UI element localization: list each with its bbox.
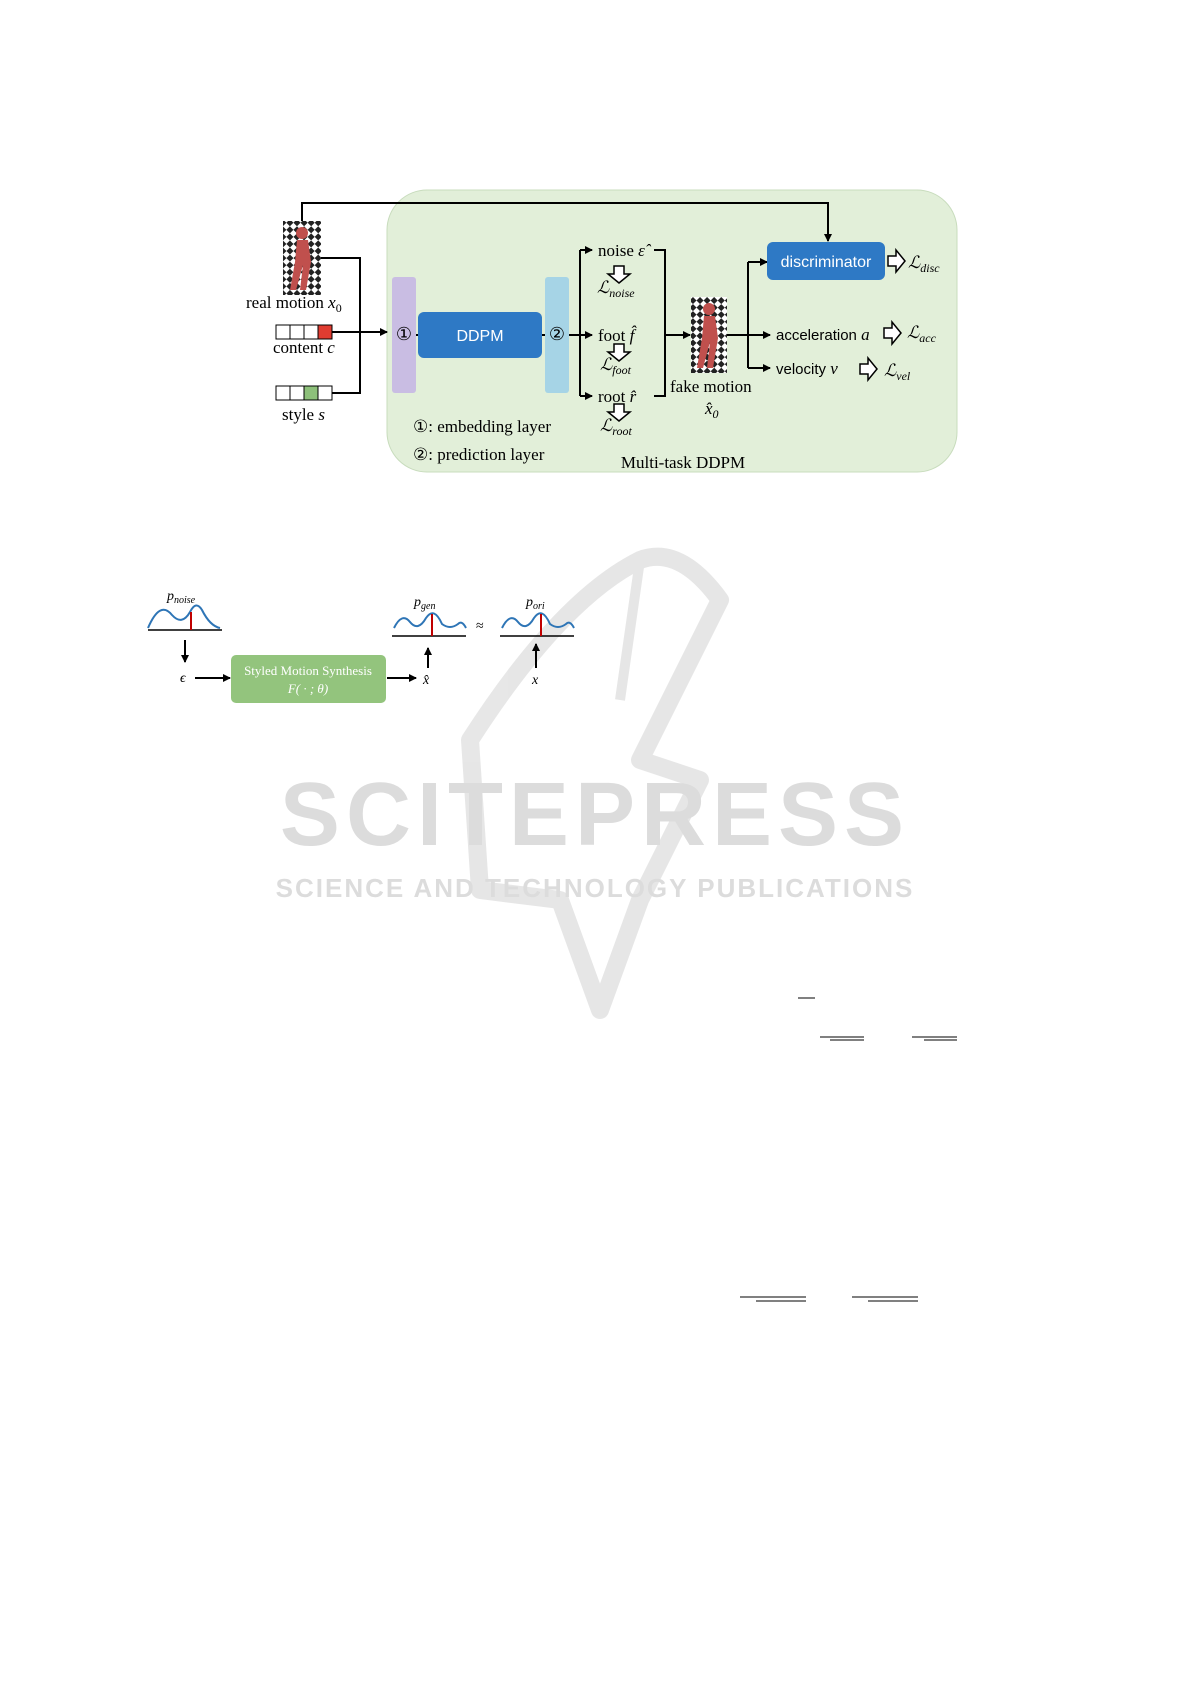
p-gen-curve — [393, 612, 467, 629]
x-label: x — [531, 673, 539, 688]
prediction-layer-bar — [545, 277, 569, 393]
foot-output-label: foot f̂ — [598, 325, 637, 345]
acc-loss: ℒacc — [907, 323, 937, 345]
legend-prediction: ②: prediction layer — [413, 445, 545, 464]
p-ori-label: pori — [525, 595, 545, 612]
ddpm-block — [418, 312, 542, 358]
figure-styled-motion-synthesis: pnoise ϵ Styled Motion Synthesis F( · ; … — [147, 589, 575, 703]
fake-motion-label: fake motion — [670, 377, 752, 396]
velocity-label: velocity v — [776, 359, 838, 378]
embedding-layer-marker: ① — [396, 324, 412, 344]
content-vector — [275, 324, 333, 340]
discriminator-label: discriminator — [781, 254, 872, 271]
foot-loss: ℒfoot — [600, 355, 632, 377]
noise-loss: ℒnoise — [597, 278, 635, 300]
root-output-label: root r̂ — [598, 387, 637, 406]
styled-motion-synthesis-box — [231, 655, 386, 703]
ddpm-label: DDPM — [456, 328, 503, 345]
p-gen-label: pgen — [413, 595, 435, 612]
vel-loss: ℒvel — [884, 361, 911, 383]
noise-output-label: noise ε̂ — [598, 241, 652, 260]
discriminator-block — [767, 242, 885, 280]
synthesis-box-title: Styled Motion Synthesis — [244, 663, 372, 678]
loss-down-arrows — [605, 265, 633, 422]
real-motion-label: real motion x0 — [246, 293, 342, 315]
fake-motion-branches — [727, 258, 771, 372]
embedding-layer-bar — [392, 277, 416, 393]
multitask-ddpm-title: Multi-task DDPM — [621, 453, 745, 472]
fake-motion-symbol: x̂0 — [704, 399, 719, 421]
p-noise-label: pnoise — [166, 589, 196, 606]
approx-symbol: ≈ — [476, 619, 484, 634]
input-connectors — [301, 202, 832, 394]
acceleration-label: acceleration a — [776, 325, 870, 344]
fake-motion-thumbnail — [691, 297, 727, 373]
watermark: SCITEPRESS SCIENCE AND TECHNOLOGY PUBLIC… — [276, 547, 915, 1019]
synthesis-box-formula: F( · ; θ) — [287, 681, 328, 696]
p-noise-curve — [147, 604, 221, 629]
real-motion-thumbnail — [283, 221, 321, 295]
style-label: style s — [282, 405, 325, 424]
prediction-layer-marker: ② — [549, 324, 565, 344]
watermark-subtitle: SCIENCE AND TECHNOLOGY PUBLICATIONS — [276, 873, 915, 903]
root-loss: ℒroot — [600, 416, 632, 438]
disc-loss: ℒdisc — [908, 253, 940, 275]
x-hat-label: x̂ — [422, 673, 430, 688]
watermark-title: SCITEPRESS — [280, 765, 910, 865]
figure-multitask-ddpm: real motion x0 content c style s — [246, 189, 958, 473]
loss-right-arrows — [859, 247, 906, 383]
output-branches — [569, 246, 691, 400]
p-ori-curve — [501, 612, 575, 629]
style-vector — [275, 385, 333, 401]
epsilon-label: ϵ — [180, 671, 187, 686]
content-label: content c — [273, 338, 335, 357]
stray-fraction-bars — [740, 997, 957, 1302]
legend-embedding: ①: embedding layer — [413, 417, 551, 436]
